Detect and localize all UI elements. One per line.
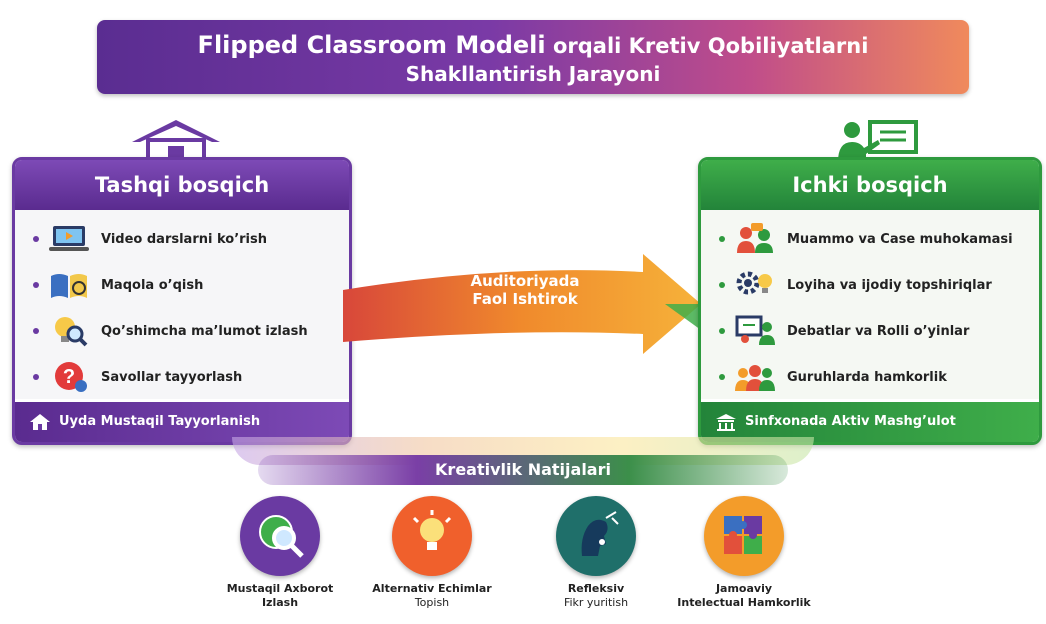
list-item: Muammo va Case muhokamasi: [701, 216, 1039, 262]
classroom-icon: [716, 414, 736, 431]
external-stage-panel: Tashqi bosqich Video darslarni ko’rish M…: [12, 157, 352, 445]
bullet: [719, 282, 725, 288]
book-reading-icon: [49, 268, 89, 302]
internal-stage-footer-label: Sinfxonada Aktiv Mashg’ulot: [745, 414, 956, 429]
group-icon: [735, 360, 775, 394]
arrow-label-line2: Faol Ishtirok: [472, 290, 578, 308]
list-item: Maqola o’qish: [15, 262, 349, 308]
item-label: Maqola o’qish: [101, 277, 204, 293]
outcome-item: Refleksiv Fikr yuritish: [528, 496, 664, 610]
item-label: Video darslarni ko’rish: [101, 231, 267, 247]
lightbulb-icon: [392, 496, 472, 576]
arrow-label-line1: Auditoriyada: [470, 272, 580, 290]
list-item: Loyiha va ijodiy topshiriqlar: [701, 262, 1039, 308]
internal-stage-footer: Sinfxonada Aktiv Mashg’ulot: [701, 402, 1039, 442]
title-line1: Flipped Classroom Modeli orqali Kretiv Q…: [97, 32, 969, 59]
outcome-label-line1: Jamoaviy: [715, 582, 773, 595]
outcome-label-line1: Alternativ Echimlar: [372, 582, 492, 595]
list-item: Guruhlarda hamkorlik: [701, 354, 1039, 400]
svg-text:?: ?: [63, 366, 75, 388]
outcome-label: Mustaqil Axborot Izlash: [212, 582, 348, 610]
item-label: Savollar tayyorlash: [101, 369, 243, 385]
title-part2: orqali Kretiv Qobiliyatlarni: [552, 34, 869, 58]
teacher-board-icon: [838, 120, 918, 162]
discussion-icon: [735, 222, 775, 256]
outcome-item: Jamoaviy Intelectual Hamkorlik: [676, 496, 812, 610]
debate-icon: [735, 314, 775, 348]
external-stage-list: Video darslarni ko’rish Maqola o’qish Qo…: [15, 210, 349, 399]
reflection-icon: [556, 496, 636, 576]
bullet: [719, 374, 725, 380]
outcome-label: Refleksiv Fikr yuritish: [528, 582, 664, 610]
bullet: [719, 236, 725, 242]
internal-stage-heading: Ichki bosqich: [701, 160, 1039, 210]
gear-bulb-icon: [735, 268, 775, 302]
question-icon: ?: [49, 360, 89, 394]
title-part1: Flipped Classroom Modeli: [197, 31, 546, 59]
external-stage-footer: Uyda Mustaqil Tayyorlanish: [15, 402, 349, 442]
outcome-label: Alternativ Echimlar Topish: [364, 582, 500, 610]
item-label: Guruhlarda hamkorlik: [787, 369, 947, 385]
item-label: Loyiha va ijodiy topshiriqlar: [787, 277, 992, 293]
item-label: Qo’shimcha ma’lumot izlash: [101, 323, 308, 339]
internal-stage-list: Muammo va Case muhokamasi Loyiha va ijod…: [701, 210, 1039, 399]
arrow-graphic: [343, 254, 701, 354]
outcomes-heading: Kreativlik Natijalari: [258, 455, 788, 485]
outcome-label-line1: Mustaqil Axborot: [226, 582, 334, 595]
outcome-label-line1: Refleksiv: [567, 582, 625, 595]
outcome-item: Mustaqil Axborot Izlash: [212, 496, 348, 610]
list-item: Qo’shimcha ma’lumot izlash: [15, 308, 349, 354]
puzzle-icon: [704, 496, 784, 576]
globe-search-icon: [240, 496, 320, 576]
external-stage-footer-label: Uyda Mustaqil Tayyorlanish: [59, 414, 261, 429]
title-line2: Shakllantirish Jarayoni: [405, 62, 661, 86]
outcome-label: Jamoaviy Intelectual Hamkorlik: [676, 582, 812, 610]
outcome-label-line2: Izlash: [261, 596, 299, 609]
item-label: Muammo va Case muhokamasi: [787, 231, 1013, 247]
internal-stage-panel: Ichki bosqich Muammo va Case muhokamasi …: [698, 157, 1042, 445]
outcome-label-line2: Topish: [414, 596, 450, 609]
list-item: Debatlar va Rolli o’yinlar: [701, 308, 1039, 354]
video-lesson-icon: [49, 222, 89, 256]
search-bulb-icon: [49, 314, 89, 348]
list-item: ? Savollar tayyorlash: [15, 354, 349, 400]
home-icon: [30, 414, 50, 430]
outcome-label-line2: Intelectual Hamkorlik: [677, 596, 811, 609]
title-banner: Flipped Classroom Modeli orqali Kretiv Q…: [97, 20, 969, 94]
list-item: Video darslarni ko’rish: [15, 216, 349, 262]
outcome-label-line2: Fikr yuritish: [563, 596, 629, 609]
bullet: [719, 328, 725, 334]
bullet: [33, 328, 39, 334]
bullet: [33, 282, 39, 288]
bullet: [33, 236, 39, 242]
outcome-item: Alternativ Echimlar Topish: [364, 496, 500, 610]
arrow-label: Auditoriyada Faol Ishtirok: [425, 272, 625, 308]
bullet: [33, 374, 39, 380]
item-label: Debatlar va Rolli o’yinlar: [787, 323, 970, 339]
external-stage-heading: Tashqi bosqich: [15, 160, 349, 210]
